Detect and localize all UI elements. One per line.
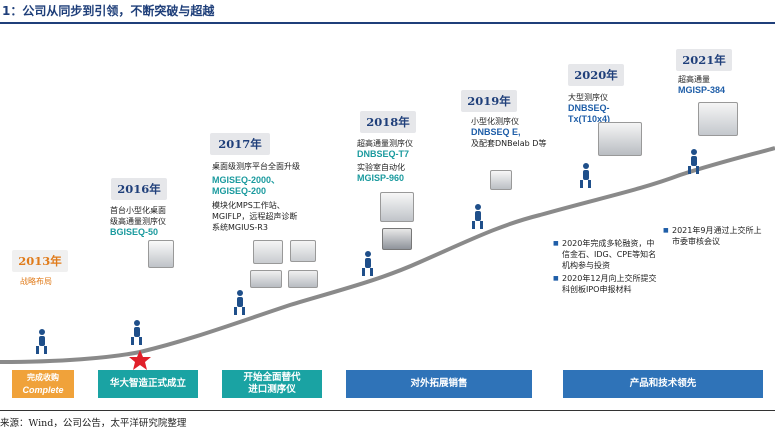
milestone-2017-line3: MGIFLP，远程超声诊断 (212, 212, 298, 221)
milestone-2020-product1: DNBSEQ- (568, 103, 610, 113)
stage-replacement-line1: 开始全面替代 (243, 372, 301, 383)
mgisp960-device-image (382, 228, 412, 250)
bullets-2020: 2020年完成多轮融资，中信金石、IDG、CPE等知名机构参与投资 2020年1… (553, 238, 658, 297)
stage-leadership: 产品和技术领先 (563, 370, 763, 398)
source-note: 来源：Wind，公司公告，太平洋研究院整理 (0, 418, 187, 429)
stage-replacement-line2: 进口测序仪 (248, 384, 296, 395)
complete-genomics-logo: Complete (22, 385, 64, 395)
year-badge-2016: 2016年 (111, 178, 167, 200)
milestone-2019-line2: 及配套DNBelab D等 (471, 139, 547, 148)
stage-acquisition: 完成收购 Complete (12, 370, 74, 398)
bgiseq50-device-image (148, 240, 174, 268)
milestone-2017: 桌面级测序平台全面升级 MGISEQ-2000、 MGISEQ-200 模块化M… (212, 161, 300, 233)
milestone-2019-line1: 小型化测序仪 (471, 117, 519, 126)
mps-workstation-image (250, 270, 282, 288)
milestone-2017-product1: MGISEQ-2000、 (212, 175, 281, 185)
title-divider (0, 22, 775, 24)
year-badge-2019: 2019年 (461, 90, 517, 112)
milestone-2018-line1: 超高通量测序仪 (357, 139, 413, 148)
year-badge-2021: 2021年 (676, 49, 732, 71)
bullet-2021-listing: 2021年9月通过上交所上市委审核会议 (663, 225, 763, 247)
dnbseq-tx-device-image (598, 122, 642, 156)
milestone-2018: 超高通量测序仪 DNBSEQ-T7 实验室自动化 MGISP-960 (357, 138, 413, 184)
dnbseq-e-device-image (490, 170, 512, 190)
mgisp384-device-image (698, 102, 738, 136)
milestone-2013: 战略布局 (20, 276, 52, 287)
stage-founding: 华大智造正式成立 (98, 370, 198, 398)
milestone-2016-product: BGISEQ-50 (110, 227, 159, 237)
bullet-2020-financing: 2020年完成多轮融资，中信金石、IDG、CPE等知名机构参与投资 (553, 238, 658, 271)
climber-icon-2013 (36, 329, 47, 354)
milestone-2017-line4: 系统MGIUS-R3 (212, 223, 268, 232)
milestone-2019-product: DNBSEQ E, (471, 127, 521, 137)
milestone-2021: 超高通量 MGISP-384 (678, 74, 725, 96)
milestone-2018-product2: MGISP-960 (357, 173, 405, 183)
milestone-2020-product2: Tx(T10x4) (568, 114, 611, 124)
year-badge-2013: 2013年 (12, 250, 68, 272)
milestone-2017-line2: 模块化MPS工作站、 (212, 201, 285, 210)
milestone-2020-line1: 大型测序仪 (568, 93, 608, 102)
milestone-2013-text: 战略布局 (20, 277, 52, 286)
climber-icon-2021 (688, 149, 699, 174)
climber-icon-2020 (580, 163, 591, 188)
mgiseq200-device-image (290, 240, 316, 262)
climber-icon-2018 (362, 251, 373, 276)
milestone-2019: 小型化测序仪 DNBSEQ E, 及配套DNBelab D等 (471, 116, 546, 149)
mgiseq2000-device-image (253, 240, 283, 264)
milestone-2021-product: MGISP-384 (678, 85, 726, 95)
milestone-2016: 首台小型化桌面 级高通量测序仪 BGISEQ-50 (110, 205, 166, 238)
stage-replacement: 开始全面替代 进口测序仪 (222, 370, 322, 398)
bullets-2021: 2021年9月通过上交所上市委审核会议 (663, 225, 763, 249)
year-badge-2017: 2017年 (210, 133, 270, 155)
milestone-2018-product1: DNBSEQ-T7 (357, 149, 410, 159)
founding-star-icon (129, 350, 151, 370)
source-divider (0, 410, 775, 411)
year-badge-2018: 2018年 (360, 111, 416, 133)
milestone-2016-line1: 首台小型化桌面 (110, 206, 166, 215)
climber-icon-2017 (234, 290, 245, 315)
dnbseq-t7-device-image (380, 192, 414, 222)
bullet-2020-ipo: 2020年12月向上交所提交科创板IPO申报材料 (553, 273, 658, 295)
milestone-2017-product2: MGISEQ-200 (212, 186, 267, 196)
milestone-2021-line1: 超高通量 (678, 75, 710, 84)
mgiflp-device-image (288, 270, 318, 288)
climber-icon-2019 (472, 204, 483, 229)
milestone-2018-line2: 实验室自动化 (357, 163, 405, 172)
stage-expansion: 对外拓展销售 (346, 370, 532, 398)
climber-icon-2016 (131, 320, 142, 345)
milestone-2017-line1: 桌面级测序平台全面升级 (212, 162, 300, 171)
stage-acquisition-label: 完成收购 (27, 373, 59, 382)
milestone-2016-line2: 级高通量测序仪 (110, 217, 166, 226)
figure-title: 1：公司从同步到引领，不断突破与超越 (2, 4, 215, 18)
year-badge-2020: 2020年 (568, 64, 624, 86)
milestone-2020: 大型测序仪 DNBSEQ- Tx(T10x4) (568, 92, 610, 125)
